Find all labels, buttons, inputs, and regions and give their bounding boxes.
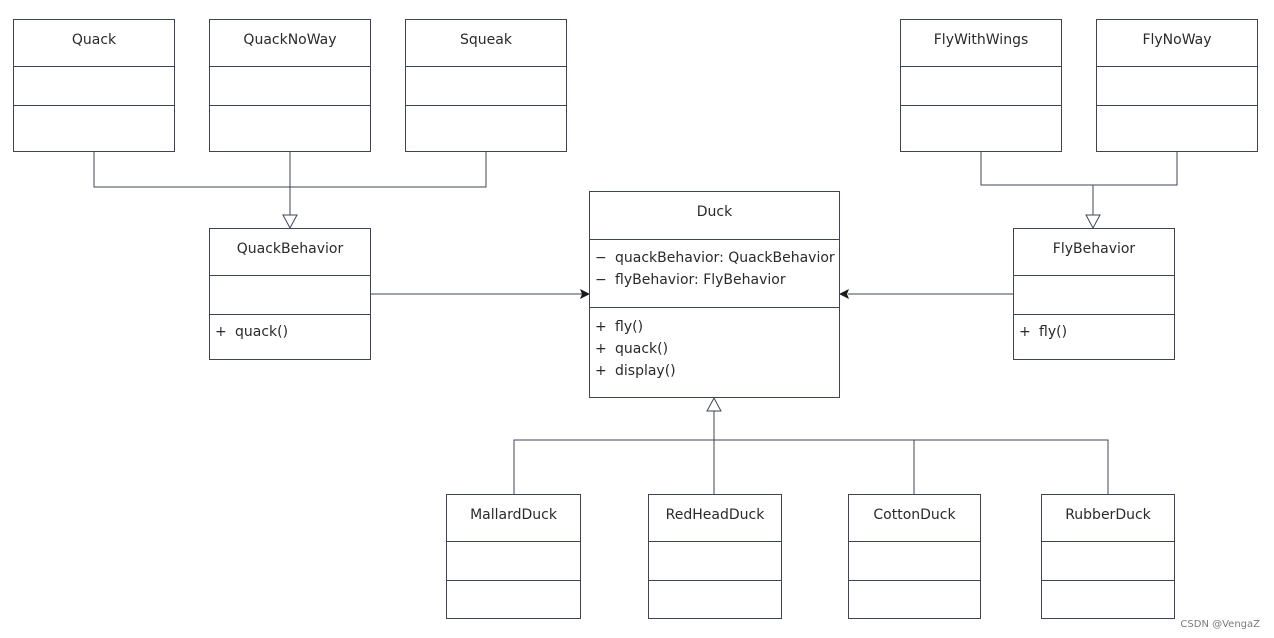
class-name: FlyNoWay (1097, 20, 1257, 67)
attributes-section (1042, 542, 1174, 581)
class-name: CottonDuck (849, 495, 980, 542)
visibility-marker: + (215, 324, 227, 340)
attributes-section (649, 542, 781, 581)
method-quack: + quack() (215, 321, 370, 343)
class-name: Duck (590, 192, 839, 240)
method-signature: quack() (615, 341, 669, 357)
attributes-section (210, 67, 370, 106)
attributes-section (1097, 67, 1257, 106)
class-squeak: Squeak (405, 19, 567, 152)
attribute-declaration: quackBehavior: QuackBehavior (615, 250, 835, 266)
class-flywithwings: FlyWithWings (900, 19, 1062, 152)
attribute-declaration: flyBehavior: FlyBehavior (615, 272, 786, 288)
class-quacknoway: QuackNoWay (209, 19, 371, 152)
attribute-quackbehavior: −quackBehavior: QuackBehavior (595, 247, 839, 269)
visibility-marker: + (595, 363, 607, 379)
class-flybehavior: FlyBehavior + fly() (1013, 228, 1175, 360)
class-name: RedHeadDuck (649, 495, 781, 542)
attributes-section (210, 276, 370, 315)
method-fly: + fly() (1019, 321, 1174, 343)
class-quackbehavior: QuackBehavior + quack() (209, 228, 371, 360)
class-name: RubberDuck (1042, 495, 1174, 542)
attributes-section (901, 67, 1061, 106)
class-cottonduck: CottonDuck (848, 494, 981, 619)
visibility-marker: + (595, 319, 607, 335)
class-name: QuackNoWay (210, 20, 370, 67)
realization-line-fly (980, 151, 1178, 186)
visibility-marker: + (1019, 324, 1031, 340)
class-quack: Quack (13, 19, 175, 152)
method-signature: fly() (1039, 324, 1068, 340)
method-signature: quack() (235, 324, 289, 340)
method-display: + display() (595, 360, 839, 382)
attributes-section (1014, 276, 1174, 315)
realization-arrowhead-fly (1085, 214, 1101, 230)
class-duck: Duck −quackBehavior: QuackBehavior −flyB… (589, 191, 840, 398)
methods-section: + quack() (210, 315, 370, 360)
class-redheadduck: RedHeadDuck (648, 494, 782, 619)
class-name: QuackBehavior (210, 229, 370, 276)
class-name: FlyWithWings (901, 20, 1061, 67)
class-name: FlyBehavior (1014, 229, 1174, 276)
method-fly: + fly() (595, 316, 839, 338)
attributes-section (447, 542, 580, 581)
visibility-marker: − (595, 272, 607, 288)
association-arrowhead-fly (839, 289, 849, 299)
generalization-line-ducks (513, 439, 1109, 494)
visibility-marker: − (595, 250, 607, 266)
method-quack: + quack() (595, 338, 839, 360)
attributes-section: −quackBehavior: QuackBehavior −flyBehavi… (590, 240, 839, 308)
class-name: MallardDuck (447, 495, 580, 542)
attribute-flybehavior: −flyBehavior: FlyBehavior (595, 269, 839, 291)
attributes-section (849, 542, 980, 581)
attributes-section (406, 67, 566, 106)
class-rubberduck: RubberDuck (1041, 494, 1175, 619)
class-name: Squeak (406, 20, 566, 67)
class-flynoway: FlyNoWay (1096, 19, 1258, 152)
visibility-marker: + (595, 341, 607, 357)
association-arrowhead-quack (580, 289, 590, 299)
method-signature: display() (615, 363, 676, 379)
class-mallardduck: MallardDuck (446, 494, 581, 619)
attributes-section (14, 67, 174, 106)
methods-section: + fly() (1014, 315, 1174, 360)
methods-section: + fly() + quack() + display() (590, 308, 839, 398)
watermark: CSDN @VengaZ (1180, 619, 1260, 630)
realization-arrowhead-quack (282, 214, 298, 230)
generalization-arrowhead (706, 396, 722, 412)
class-name: Quack (14, 20, 174, 67)
method-signature: fly() (615, 319, 644, 335)
